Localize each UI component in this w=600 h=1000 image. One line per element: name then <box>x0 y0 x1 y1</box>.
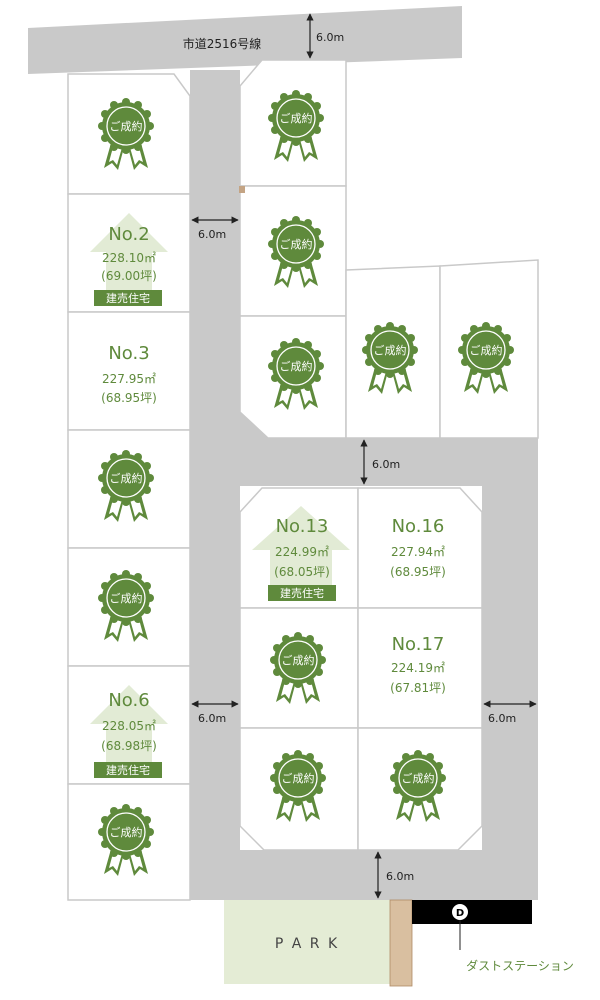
sold-badge: ご成約 <box>457 321 515 395</box>
lot-area: 227.94㎡ <box>391 545 445 559</box>
lot-area: 228.10㎡ <box>102 251 156 265</box>
dimension-arrows <box>191 13 537 899</box>
svg-text:ご成約: ご成約 <box>374 343 407 357</box>
lot-no16[interactable]: No.16 227.94㎡ (68.95坪) <box>390 516 446 579</box>
sold-badge: ご成約 <box>97 803 155 877</box>
dim-main-lower: 6.0m <box>198 712 226 725</box>
tag-label: 建売住宅 <box>106 291 150 305</box>
dim-right: 6.0m <box>488 712 516 725</box>
svg-text:ご成約: ご成約 <box>402 771 435 785</box>
lot-tsubo: (67.81坪) <box>390 681 446 695</box>
tag-box <box>268 585 336 601</box>
lot-tsubo: (68.98坪) <box>101 739 157 753</box>
survey-marker <box>239 186 245 193</box>
svg-text:ご成約: ご成約 <box>470 343 503 357</box>
lot-no17[interactable]: No.17 224.19㎡ (67.81坪) <box>390 634 446 695</box>
svg-text:ご成約: ご成約 <box>110 825 143 839</box>
house-markers <box>90 213 350 764</box>
road-name: 市道2516号線 <box>183 36 262 51</box>
lot-no3[interactable]: No.3 227.95㎡ (68.95坪) <box>101 343 157 405</box>
svg-text:ご成約: ご成約 <box>280 359 313 373</box>
svg-text:ご成約: ご成約 <box>282 771 315 785</box>
sold-badges: ご成約 ご成約 ご成約 ご成約 ご成約 ご成約 ご成約 ご成約 ご成約 ご成約 … <box>97 89 515 877</box>
svg-text:ご成約: ご成約 <box>110 119 143 133</box>
top-road <box>28 6 462 74</box>
right-road <box>482 436 538 900</box>
lot-title: No.16 <box>392 516 445 537</box>
dust-marker-circle <box>452 904 468 920</box>
bottom-road <box>190 850 538 900</box>
sold-badge: ご成約 <box>97 449 155 523</box>
svg-text:ご成約: ご成約 <box>110 471 143 485</box>
lot-title: No.2 <box>108 224 149 245</box>
sold-badge: ご成約 <box>269 631 327 705</box>
sold-badge: ご成約 <box>97 97 155 171</box>
lot-no13[interactable]: No.13 224.99㎡ (68.05坪) 建売住宅 <box>268 516 336 601</box>
sold-badge: ご成約 <box>269 749 327 823</box>
dust-label: ダストステーション <box>466 958 574 973</box>
sold-badge: ご成約 <box>97 569 155 643</box>
lot-title: No.13 <box>276 516 329 537</box>
lot-area: 227.95㎡ <box>102 372 156 386</box>
lot-tsubo: (69.00坪) <box>101 269 157 283</box>
svg-text:ご成約: ご成約 <box>282 653 315 667</box>
tag-label: 建売住宅 <box>106 763 150 777</box>
lot-area: 228.05㎡ <box>102 719 156 733</box>
dimension-labels: 6.0m 6.0m 6.0m 6.0m 6.0m 6.0m <box>198 31 516 883</box>
tag-box <box>94 290 162 306</box>
svg-text:ご成約: ご成約 <box>280 111 313 125</box>
tag-label: 建売住宅 <box>280 586 324 600</box>
lot-tsubo: (68.95坪) <box>101 391 157 405</box>
sold-badge: ご成約 <box>389 749 447 823</box>
dim-top: 6.0m <box>316 31 344 44</box>
dust-marker: D <box>456 908 464 919</box>
sold-badge: ご成約 <box>267 337 325 411</box>
dust-station <box>412 900 532 924</box>
lot-tsubo: (68.95坪) <box>390 565 446 579</box>
tag-box <box>94 762 162 778</box>
svg-text:ご成約: ご成約 <box>110 591 143 605</box>
park-label: P A R K <box>275 936 339 952</box>
svg-text:ご成約: ご成約 <box>280 237 313 251</box>
park-area <box>224 900 390 984</box>
lot-area: 224.19㎡ <box>391 661 445 675</box>
lot-title: No.17 <box>392 634 445 655</box>
lot-title: No.3 <box>108 343 149 364</box>
sold-badge: ご成約 <box>267 215 325 289</box>
lot-title: No.6 <box>108 690 149 711</box>
sold-badge: ご成約 <box>267 89 325 163</box>
lot-no2[interactable]: No.2 228.10㎡ (69.00坪) 建売住宅 <box>94 224 162 306</box>
lot-tsubo: (68.05坪) <box>274 565 330 579</box>
lot-no6[interactable]: No.6 228.05㎡ (68.98坪) 建売住宅 <box>94 690 162 778</box>
lot-area: 224.99㎡ <box>275 545 329 559</box>
dim-bottom: 6.0m <box>386 870 414 883</box>
dim-main-upper: 6.0m <box>198 228 226 241</box>
dim-middle: 6.0m <box>372 458 400 471</box>
sold-badge: ご成約 <box>361 321 419 395</box>
park-path <box>389 899 413 987</box>
